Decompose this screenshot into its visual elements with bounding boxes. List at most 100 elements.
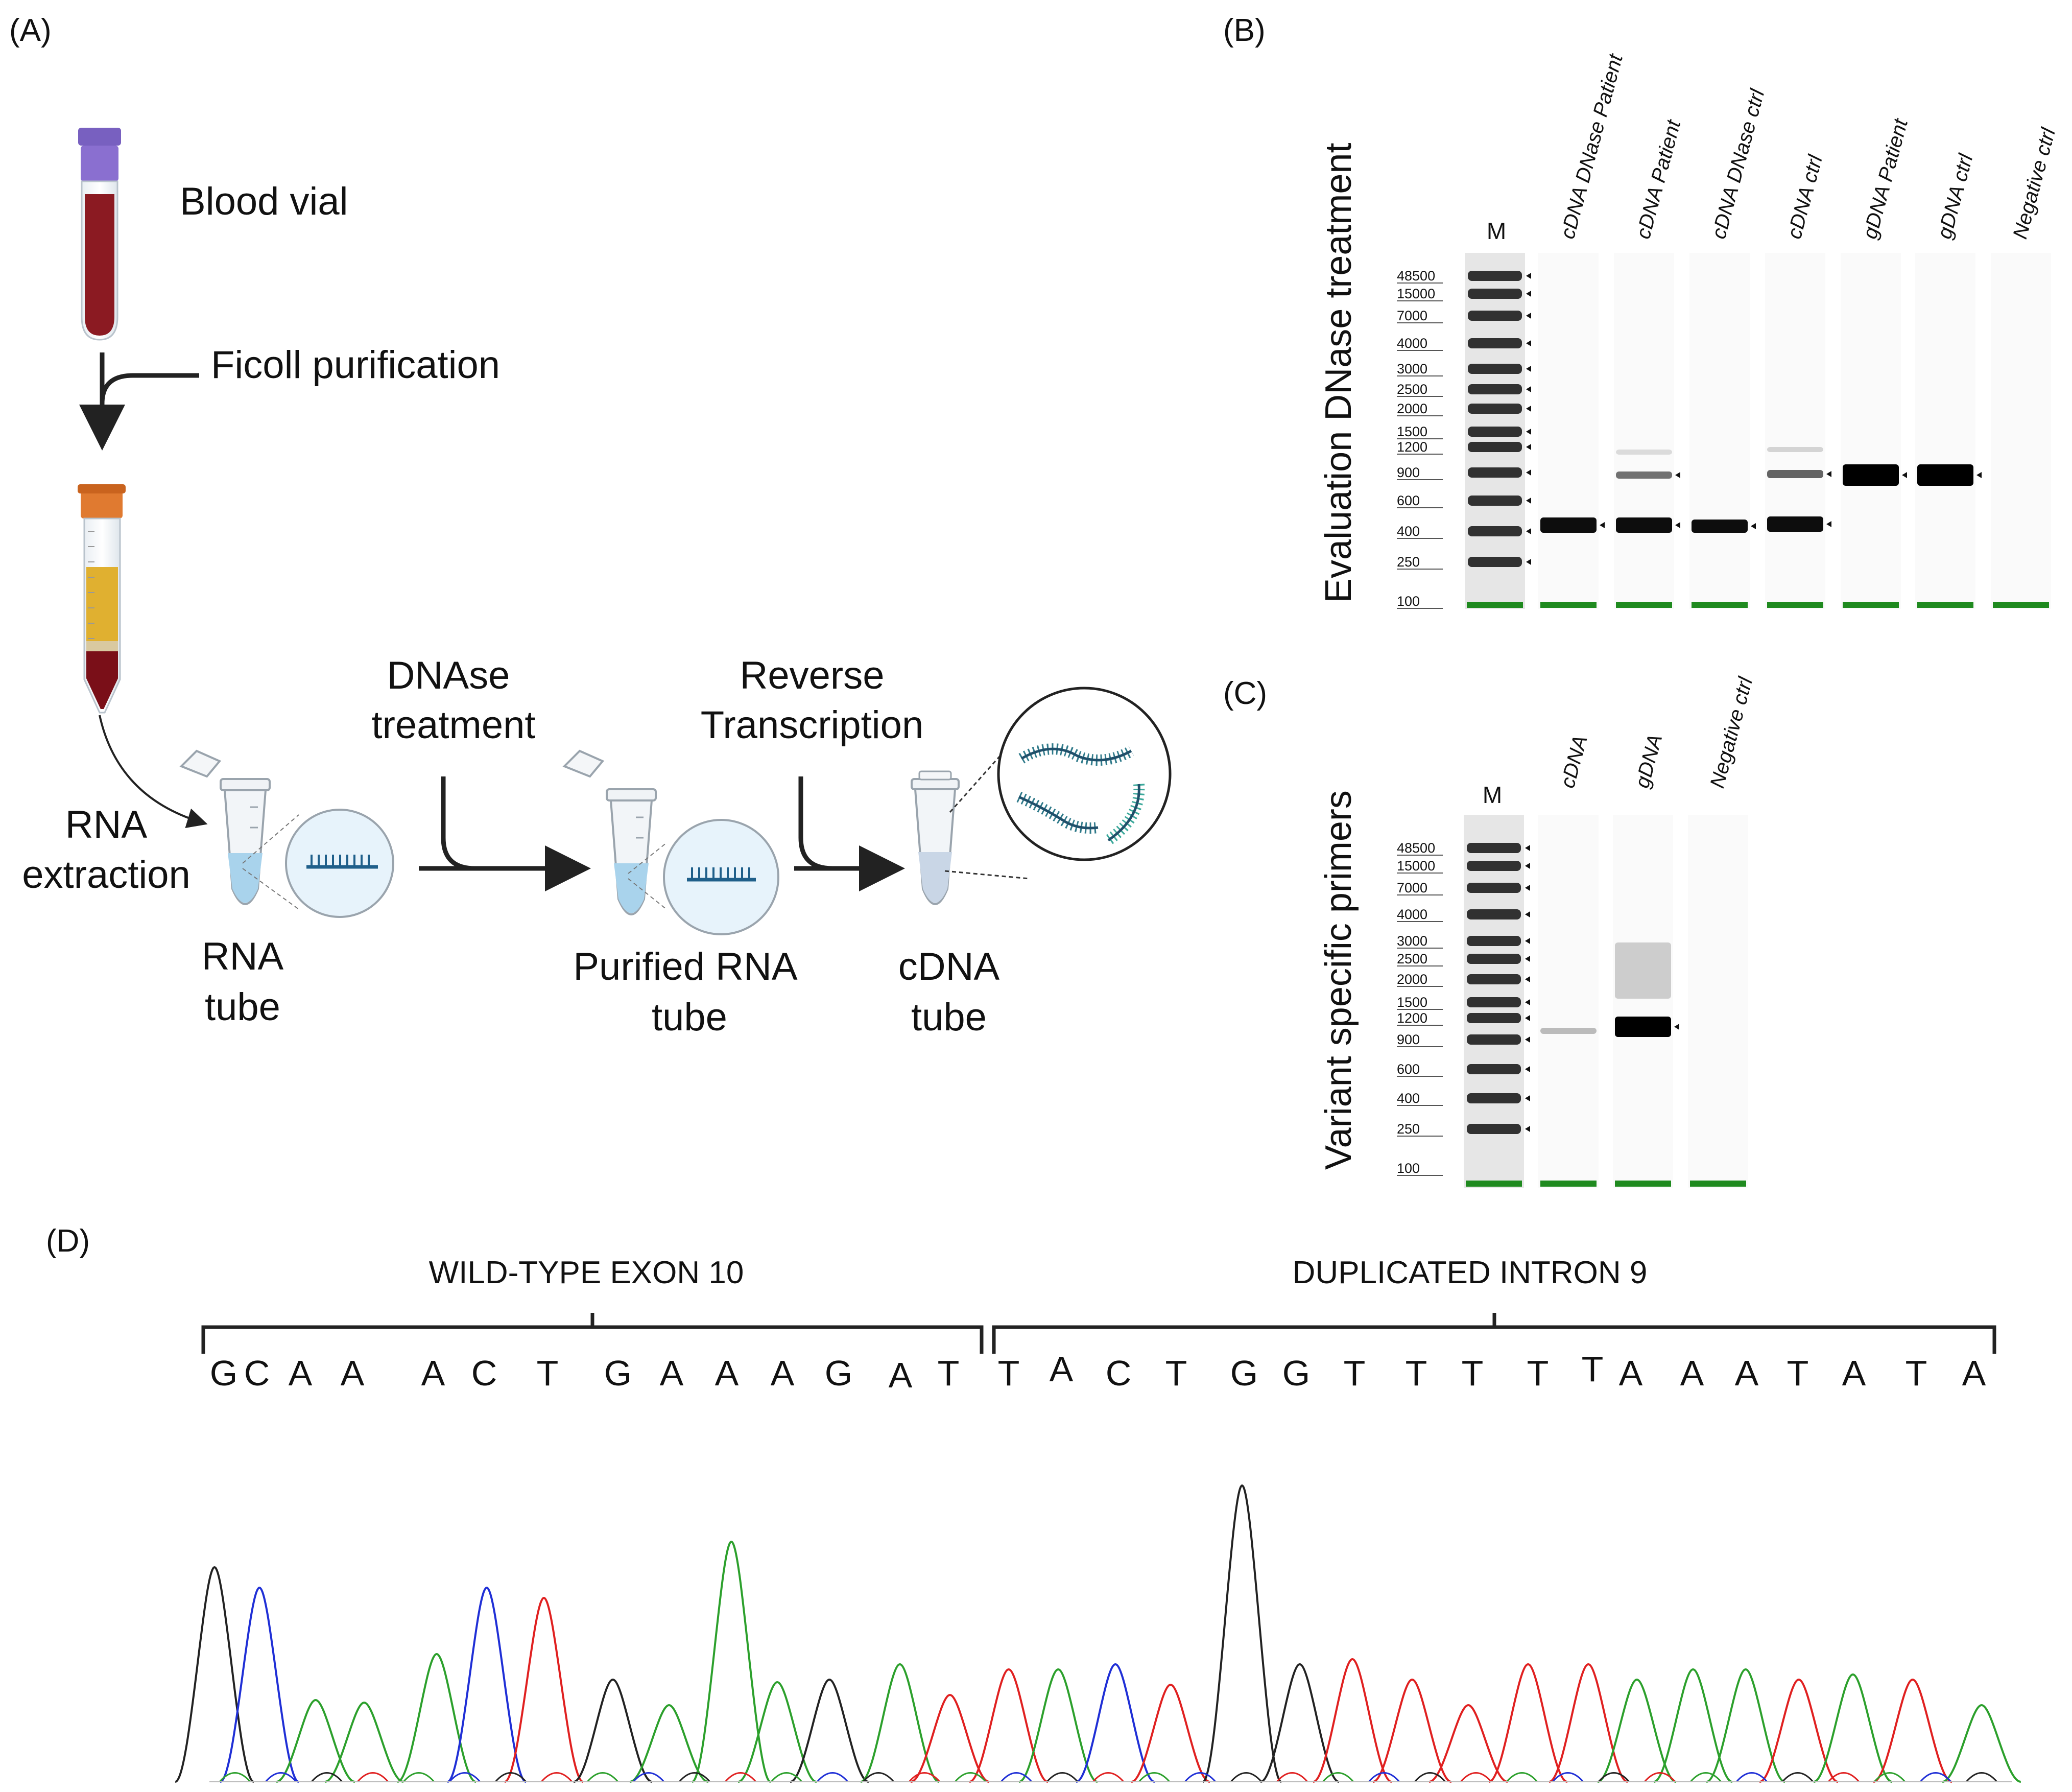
gel-b: 4850015000700040003000250020001500120090…: [1397, 51, 2060, 609]
base-letter: A: [889, 1355, 913, 1395]
base-letter: G: [825, 1353, 852, 1393]
band-pointer: [1976, 472, 1982, 478]
trace-noise: [1506, 1772, 1538, 1782]
ladder-label: 15000: [1397, 286, 1435, 301]
blood-vial-icon: [78, 128, 121, 341]
ladder-label: 400: [1397, 1091, 1420, 1106]
trace-peak: [1488, 1663, 1568, 1783]
loading-band: [1692, 602, 1748, 608]
band-pointer: [1525, 1015, 1530, 1021]
sample-lane: [1991, 253, 2051, 609]
panel-a-label: (A): [9, 13, 52, 48]
trace-noise: [908, 1772, 941, 1782]
band-pointer: [1525, 911, 1530, 917]
band-pointer: [1525, 845, 1530, 851]
trace-peak: [220, 1586, 299, 1783]
band-pointer: [1526, 429, 1531, 435]
base-letter: T: [938, 1353, 960, 1393]
marker-band: [1467, 1064, 1521, 1074]
trace-noise: [1644, 1772, 1676, 1782]
band-pointer: [1902, 472, 1907, 478]
ladder-label: 3000: [1397, 933, 1427, 949]
marker-band: [1468, 364, 1522, 374]
trace-noise: [1827, 1772, 1860, 1782]
ladder-label: 48500: [1397, 268, 1435, 284]
marker-band: [1468, 427, 1522, 437]
marker-band: [1468, 467, 1522, 478]
ladder-label: 2500: [1397, 382, 1427, 397]
lane-label: cDNA Patient: [1632, 117, 1685, 242]
trace-peak: [1372, 1678, 1452, 1783]
purified-label-2: tube: [652, 996, 727, 1039]
loading-band: [1540, 602, 1597, 608]
gel-c: 4850015000700040003000250020001500120090…: [1397, 674, 1757, 1188]
cdna-magnifier-icon: [997, 687, 1172, 861]
ladder-label: 900: [1397, 1032, 1420, 1047]
intron-bracket: [992, 1313, 1996, 1354]
band-pointer: [1526, 340, 1531, 346]
trace-peak: [1131, 1683, 1210, 1783]
sample-band: [1917, 464, 1973, 486]
band-pointer: [1600, 522, 1605, 528]
sample-band: [1767, 470, 1823, 478]
panel-c: (C) Variant specific primers M 485001500…: [1223, 674, 1757, 1188]
marker-band: [1468, 496, 1522, 506]
ladder-label: 7000: [1397, 880, 1427, 895]
base-letter: G: [1282, 1353, 1310, 1393]
rt-label-1: Reverse: [740, 654, 885, 697]
sample-band: [1616, 450, 1672, 455]
marker-band: [1468, 289, 1522, 299]
trace-peak: [969, 1668, 1049, 1783]
marker-band: [1467, 843, 1521, 853]
exon-bracket: [201, 1313, 984, 1354]
trace-peak: [1759, 1678, 1839, 1783]
band-pointer: [1526, 444, 1531, 450]
base-letter: G: [210, 1353, 237, 1393]
panel-b-ylabel: Evaluation DNase treatment: [1318, 143, 1359, 603]
ladder-label: 1200: [1397, 1010, 1427, 1026]
marker-loading-band: [1466, 1181, 1522, 1187]
trace-noise: [402, 1772, 435, 1782]
base-letter: G: [1230, 1353, 1258, 1393]
trace-noise: [1184, 1772, 1217, 1782]
sample-lane: [1614, 253, 1674, 609]
sample-lane: [1689, 253, 1750, 609]
lane-label: Negative ctrl: [1706, 674, 1757, 790]
loading-band: [1843, 602, 1899, 608]
band-pointer: [1526, 386, 1531, 392]
sample-band: [1767, 447, 1823, 452]
dnase-label-1: DNAse: [387, 654, 510, 697]
sample-band: [1540, 1028, 1597, 1034]
ficoll-label: Ficoll purification: [211, 343, 500, 387]
trace-peak: [1706, 1668, 1785, 1783]
trace-peak: [692, 1540, 771, 1783]
trace-noise: [1138, 1772, 1171, 1782]
band-pointer: [1826, 521, 1831, 527]
rna-tube-label-2: tube: [205, 985, 280, 1029]
band-pointer: [1526, 469, 1531, 476]
dnase-label-2: treatment: [371, 703, 535, 747]
ladder-label: 48500: [1397, 840, 1435, 856]
ladder-label: 3000: [1397, 361, 1427, 376]
ladder-label: 15000: [1397, 858, 1435, 874]
loading-band: [1690, 1181, 1746, 1187]
marker-band: [1467, 1093, 1521, 1103]
base-letter: A: [1680, 1353, 1704, 1393]
sample-band: [1616, 471, 1672, 479]
purified-rna-magnifier-icon: [663, 819, 779, 935]
base-letter: A: [1050, 1349, 1074, 1389]
lane-label: cDNA: [1556, 733, 1592, 790]
trace-peak: [504, 1596, 584, 1783]
trace-peak: [1018, 1668, 1098, 1783]
rna-extraction-label-2: extraction: [22, 853, 190, 897]
band-pointer: [1525, 976, 1530, 982]
loading-band: [1616, 602, 1672, 608]
ladder-label: 600: [1397, 493, 1420, 508]
trace-noise: [1689, 1772, 1722, 1782]
rt-arrow: [794, 776, 905, 891]
trace-peak: [276, 1699, 355, 1783]
base-letter: A: [1842, 1353, 1866, 1393]
trace-peak: [1076, 1663, 1155, 1783]
trace-noise: [1230, 1772, 1263, 1782]
